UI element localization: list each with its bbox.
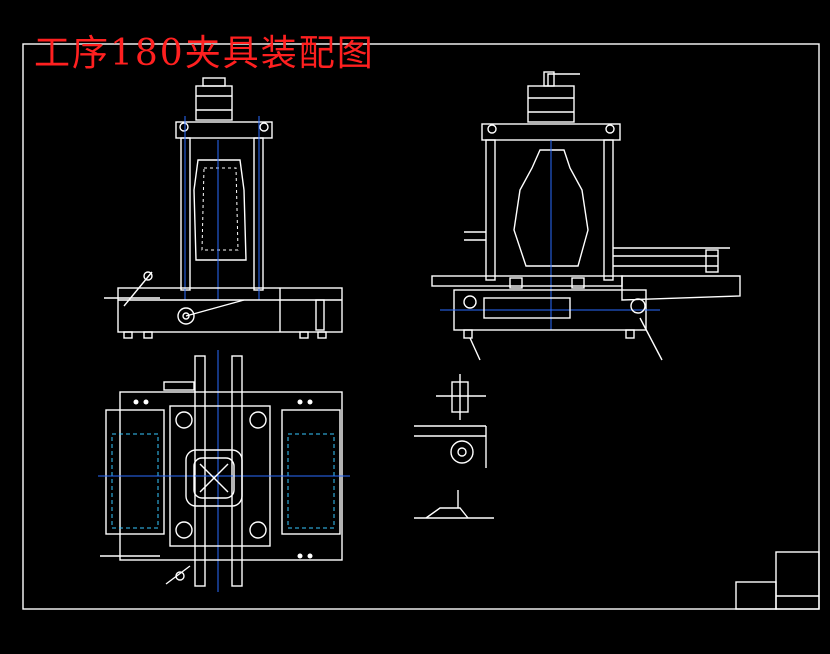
title-block xyxy=(735,551,820,610)
detail-views xyxy=(414,374,494,519)
drawing-title: 工序180夹具装配图 xyxy=(34,33,375,74)
sheet-border xyxy=(22,43,820,610)
front-view xyxy=(104,77,343,339)
side-view xyxy=(431,71,741,361)
plan-view xyxy=(98,350,350,592)
